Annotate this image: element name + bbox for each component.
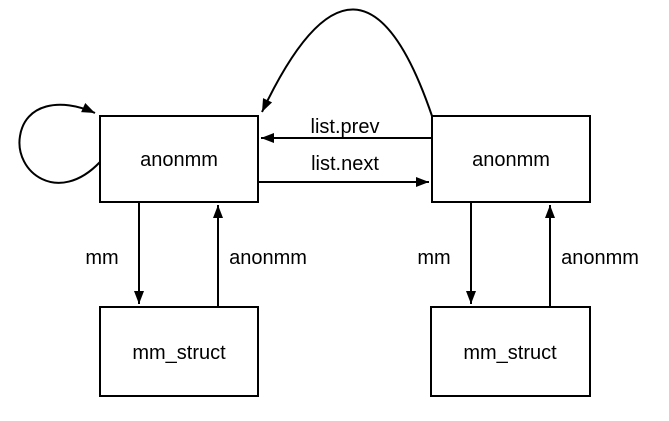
node-mm-struct-right-label: mm_struct bbox=[463, 342, 557, 364]
node-mm-struct-right-box bbox=[430, 306, 591, 397]
node-mm-struct-left-label: mm_struct bbox=[132, 342, 226, 364]
node-mm-struct-left-box bbox=[99, 306, 259, 397]
edge-label-mm-right: mm bbox=[417, 247, 450, 269]
edge-label-mm-left: mm bbox=[85, 247, 118, 269]
edge-self-loop-arrow bbox=[18, 103, 101, 184]
node-anonmm-right: anonmm bbox=[431, 115, 591, 203]
node-mm-struct-left: mm_struct bbox=[99, 306, 259, 397]
node-anonmm-right-label: anonmm bbox=[472, 149, 550, 171]
node-anonmm-left-box bbox=[99, 115, 259, 203]
edge-label-list-next: list.next bbox=[311, 153, 379, 175]
edge-top-arc-arrow bbox=[261, 8, 433, 117]
node-mm-struct-right: mm_struct bbox=[430, 306, 591, 397]
edge-label-list-prev: list.prev bbox=[311, 116, 380, 138]
edge-label-anonmm-right: anonmm bbox=[561, 247, 639, 269]
node-anonmm-left-label: anonmm bbox=[140, 149, 218, 171]
node-anonmm-left: anonmm bbox=[99, 115, 259, 203]
edge-label-anonmm-left: anonmm bbox=[229, 247, 307, 269]
node-anonmm-right-box bbox=[431, 115, 591, 203]
